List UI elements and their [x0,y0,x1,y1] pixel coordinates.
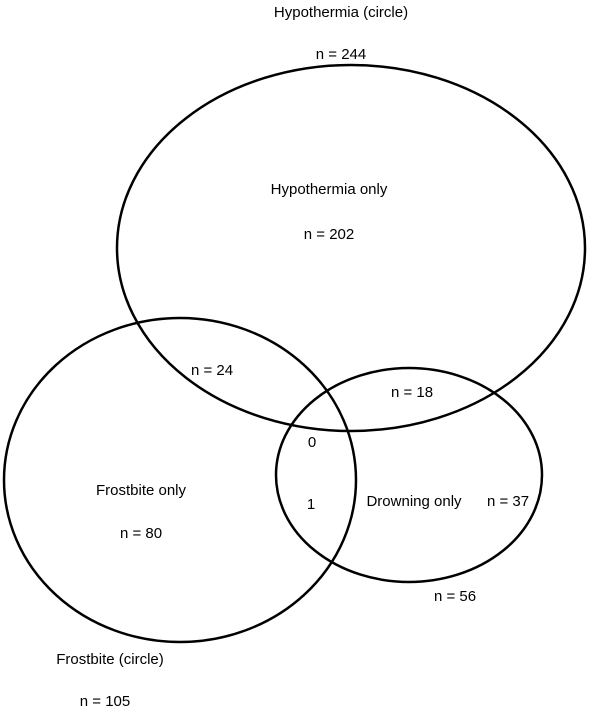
frostbite-only-label: Frostbite only [95,482,187,499]
drowning-only-n: n = 37 [486,493,530,510]
drowning-only-label: Drowning only [366,493,462,510]
hypothermia-only-label: Hypothermia only [270,181,388,198]
drowning-circle [274,366,544,584]
all-three-n: 0 [307,434,317,451]
hypothermia-only-n: n = 202 [303,226,355,243]
frostbite-drowning-n: 1 [306,496,316,513]
hypothermia-circle [115,63,587,433]
frostbite-circle [2,316,358,644]
hypothermia-total: n = 244 [315,46,367,63]
frostbite-title: Frostbite (circle) [56,651,164,668]
hypothermia-title: Hypothermia (circle) [273,4,409,21]
frostbite-only-n: n = 80 [119,525,163,542]
drowning-total: n = 56 [433,588,477,605]
hypothermia-frostbite-n: n = 24 [190,362,234,379]
hypothermia-drowning-n: n = 18 [390,384,434,401]
frostbite-total: n = 105 [79,693,131,710]
